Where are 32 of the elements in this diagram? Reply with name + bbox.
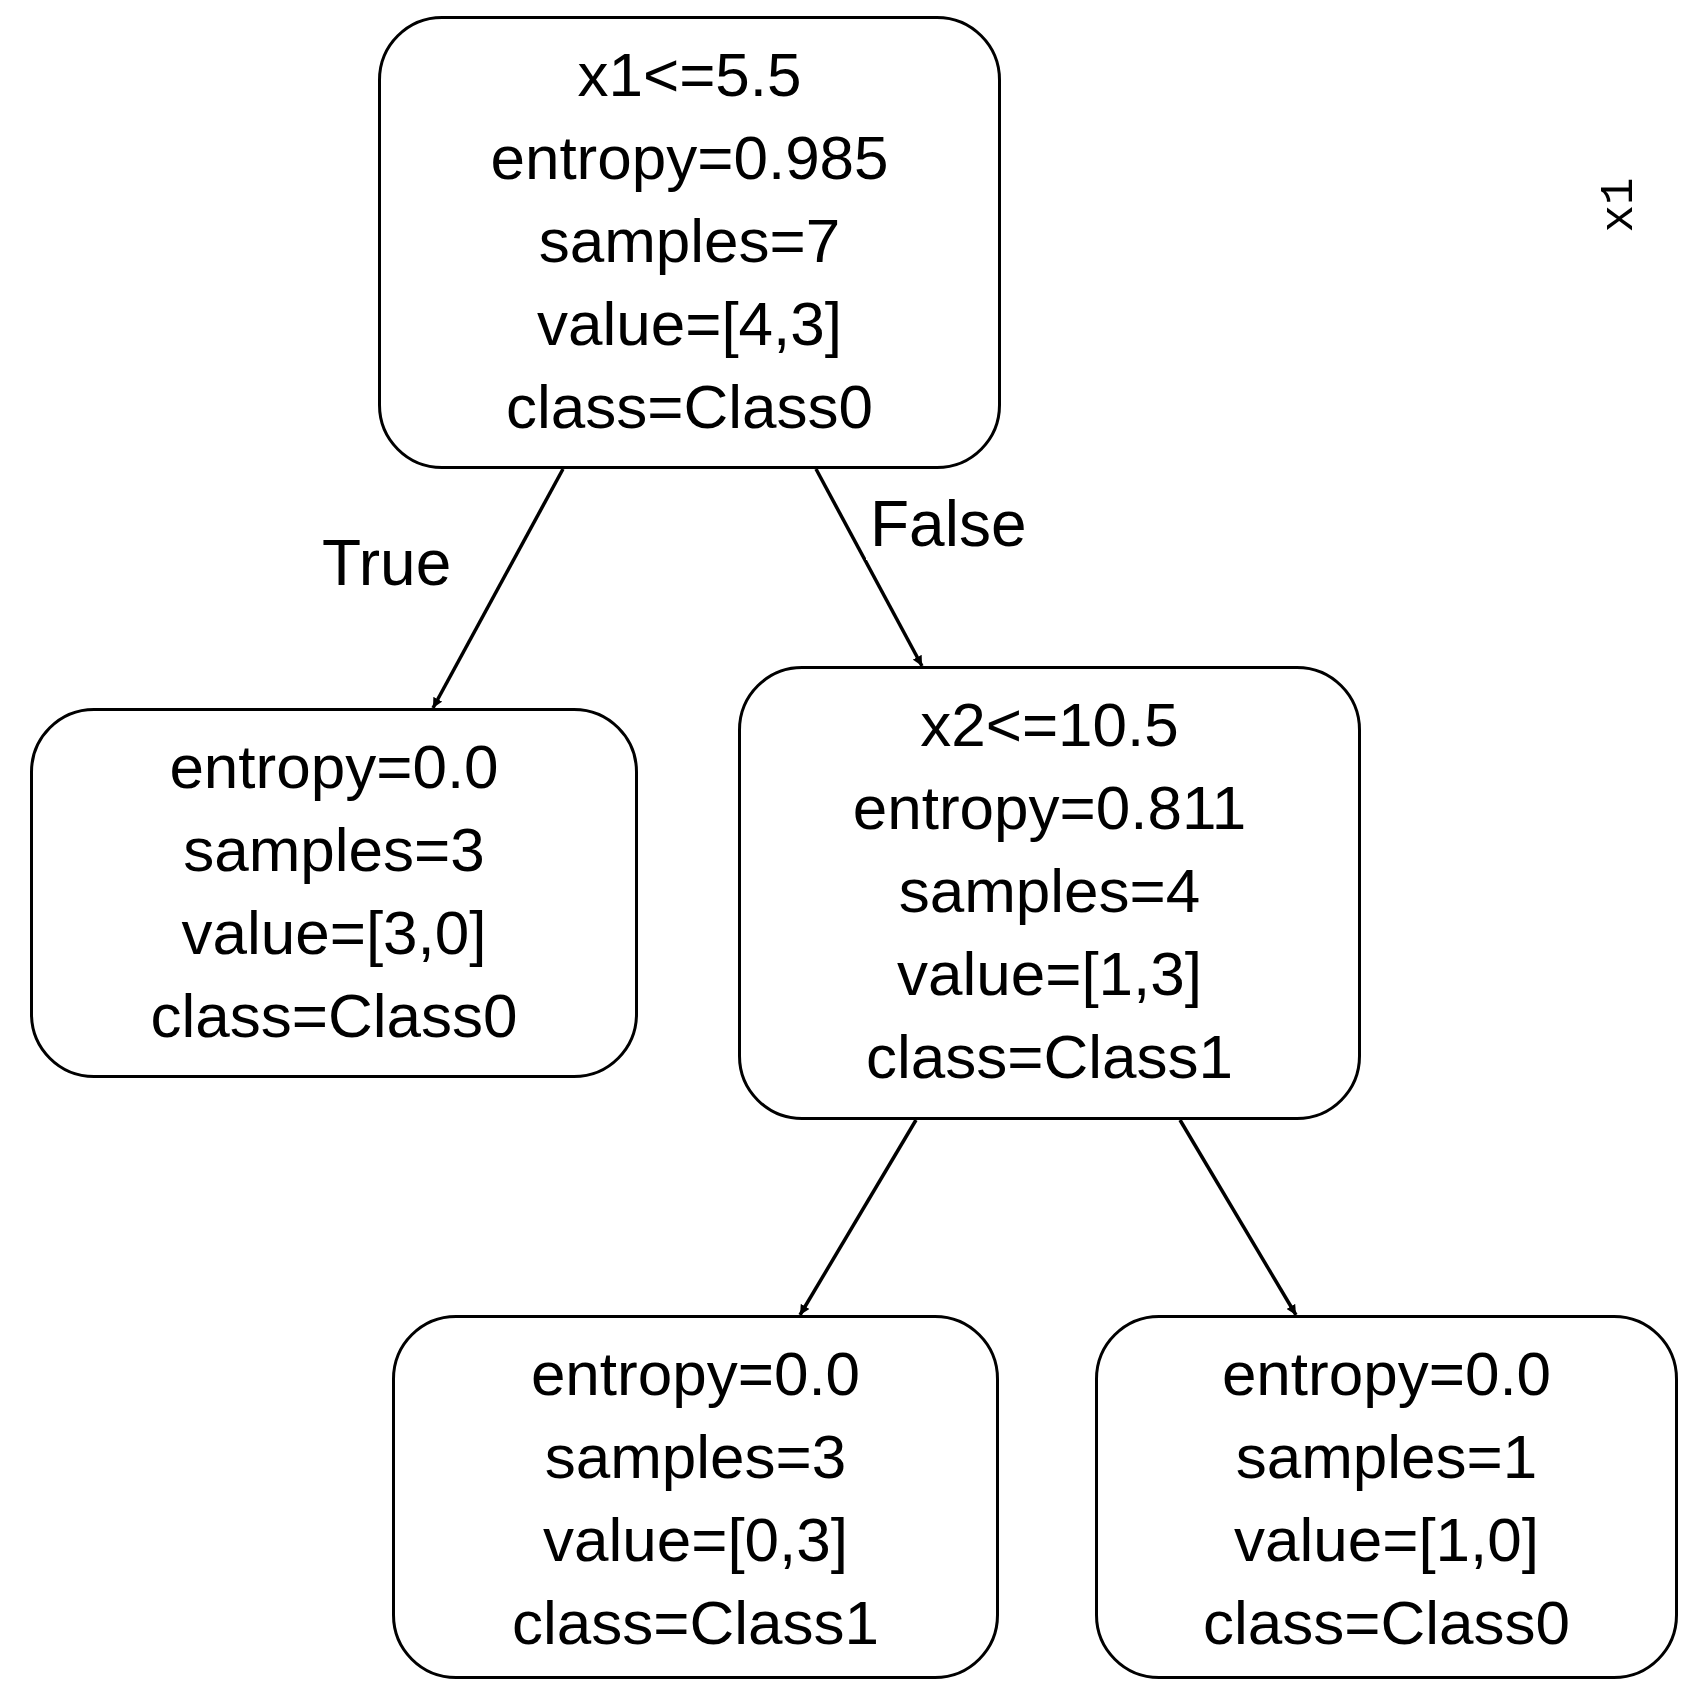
node-text: entropy=0.0: [530, 1338, 861, 1410]
node-text: entropy=0.0: [169, 731, 499, 803]
node-text: entropy=0.811: [852, 772, 1247, 844]
node-text: samples=3: [183, 814, 485, 886]
axis-label: x1: [1596, 177, 1643, 233]
node-text: class=Class1: [866, 1021, 1233, 1093]
node-text: entropy=0.0: [1221, 1338, 1552, 1410]
arrow: [798, 1119, 918, 1316]
arrow: [814, 468, 924, 667]
node-text: value=[4,3]: [536, 288, 843, 360]
node-text: x2<=10.5: [920, 689, 1179, 761]
node-text: samples=3: [544, 1421, 847, 1493]
node-text: value=[1,0]: [1233, 1504, 1540, 1576]
tree-node-box: [738, 666, 1361, 1120]
node-text: x1<=5.5: [577, 39, 802, 111]
node-text: class=Class0: [150, 980, 518, 1052]
arrow: [431, 468, 565, 709]
tree-node-box: [378, 16, 1001, 469]
tree-node-box: [392, 1315, 999, 1679]
node-text: class=Class1: [512, 1587, 879, 1659]
tree-node-box: [1095, 1315, 1678, 1679]
node-text: entropy=0.985: [490, 122, 889, 194]
node-text: samples=7: [538, 205, 841, 277]
node-text: samples=1: [1235, 1421, 1538, 1493]
node-text: value=[0,3]: [542, 1504, 849, 1576]
node-text: class=Class0: [1203, 1587, 1570, 1659]
node-text: value=[1,3]: [896, 938, 1203, 1010]
node-text: samples=4: [898, 855, 1201, 927]
tree-node-box: [30, 708, 638, 1078]
arrow: [1178, 1119, 1298, 1316]
node-text: class=Class0: [506, 371, 873, 443]
node-text: value=[3,0]: [181, 897, 487, 969]
